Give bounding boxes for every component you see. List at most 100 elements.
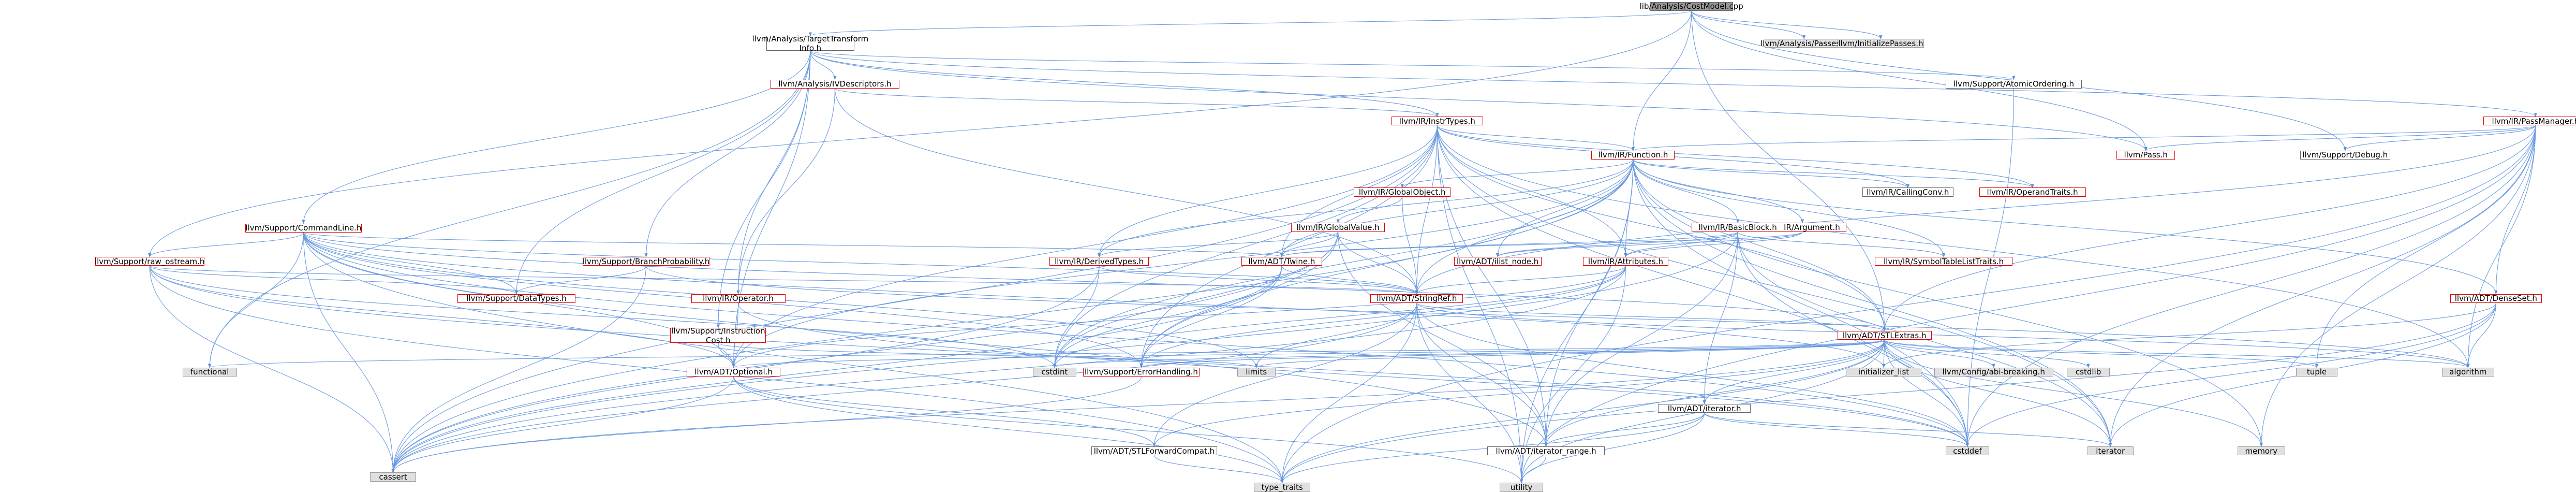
node-pass[interactable]: llvm/Pass.h xyxy=(2116,150,2175,160)
node-label: llvm/Support/BranchProbability.h xyxy=(582,256,710,266)
edge-stlextras-to-errorhandling xyxy=(1139,339,1885,368)
node-rawostream[interactable]: llvm/Support/raw_ostream.h xyxy=(95,257,204,266)
node-label: llvm/Config/abi-breaking.h xyxy=(1942,367,2045,377)
edge-tti-to-insttypes xyxy=(810,51,1439,117)
node-globalobj[interactable]: llvm/IR/GlobalObject.h xyxy=(1354,187,1451,197)
node-label: llvm/Pass.h xyxy=(2124,150,2168,160)
edge-densesetn-to-algorithm xyxy=(2466,302,2496,368)
edge-iteratorh-to-utility xyxy=(1520,413,1705,484)
node-cstddef[interactable]: cstddef xyxy=(1946,446,1989,456)
edge-argument-to-attributes xyxy=(1624,231,1803,257)
node-operator[interactable]: llvm/IR/Operator.h xyxy=(691,294,786,303)
node-passes[interactable]: llvm/Analysis/Passes.h xyxy=(1760,39,1847,48)
edge-insttypes-to-cstdint xyxy=(1053,125,1438,368)
edge-function-to-symtablelist xyxy=(1633,160,1946,257)
edge-stlextras-to-cassert xyxy=(391,340,1885,473)
edge-basicblock-to-iterrange xyxy=(1544,231,1738,447)
edge-globalvalue-to-derivedtypes xyxy=(1098,231,1339,257)
node-initpasses[interactable]: llvm/InitializePasses.h xyxy=(1837,39,1924,48)
node-label: llvm/Support/raw_ostream.h xyxy=(94,256,205,266)
node-stlextras[interactable]: llvm/ADT/STLExtras.h xyxy=(1837,330,1932,340)
node-limits[interactable]: limits xyxy=(1237,367,1276,377)
node-typetraits[interactable]: type_traits xyxy=(1253,483,1311,492)
edge-root-to-function xyxy=(1631,10,1692,151)
node-function[interactable]: llvm/IR/Function.h xyxy=(1591,150,1675,160)
node-derivedtypes[interactable]: llvm/IR/DerivedTypes.h xyxy=(1049,257,1149,266)
node-label: iterator xyxy=(2096,446,2125,456)
node-basicblock[interactable]: llvm/IR/BasicBlock.h xyxy=(1691,223,1784,232)
edge-stlextras-to-configbreak xyxy=(1884,340,1995,368)
node-globalvalue[interactable]: llvm/IR/GlobalValue.h xyxy=(1291,223,1385,232)
edge-cmdline-to-stringref xyxy=(303,232,1418,295)
node-label: cstdlib xyxy=(2075,367,2101,377)
node-iteratorh[interactable]: llvm/ADT/iterator.h xyxy=(1658,404,1751,413)
edge-stlextras-to-iterrange xyxy=(1544,340,1885,447)
edge-ivdesc-to-operator xyxy=(736,88,835,295)
node-algorithm[interactable]: algorithm xyxy=(2441,367,2495,377)
edge-stlextras-to-stlfwd xyxy=(1152,340,1885,447)
node-cmdline[interactable]: llvm/Support/CommandLine.h xyxy=(245,223,362,233)
node-optional[interactable]: llvm/ADT/Optional.h xyxy=(687,367,780,377)
edge-densesetn-to-cstddef xyxy=(1965,302,2496,447)
node-operandtraits[interactable]: llvm/IR/OperandTraits.h xyxy=(1979,187,2086,197)
node-cstdlib[interactable]: cstdlib xyxy=(2066,367,2110,377)
node-memory[interactable]: memory xyxy=(2237,446,2285,456)
node-atomicord[interactable]: llvm/Support/AtomicOrdering.h xyxy=(1946,79,2082,89)
node-branchprob[interactable]: llvm/Support/BranchProbability.h xyxy=(582,256,710,266)
edge-stlextras-to-tuple xyxy=(1884,339,2318,368)
edge-stringref-to-typetraits xyxy=(1280,302,1417,484)
node-ivdesc[interactable]: llvm/Analysis/IVDescriptors.h xyxy=(770,79,900,89)
edge-cmdline-to-rawostream xyxy=(148,232,304,257)
node-iterrange[interactable]: llvm/ADT/iterator_range.h xyxy=(1487,446,1605,456)
edge-stringref-to-utility xyxy=(1416,302,1523,484)
node-cstdint[interactable]: cstdint xyxy=(1033,367,1076,377)
node-root[interactable]: lib/Analysis/CostModel.cpp xyxy=(1640,2,1743,11)
node-label: llvm/IR/OperandTraits.h xyxy=(1987,187,2078,197)
node-twine[interactable]: llvm/ADT/Twine.h xyxy=(1241,256,1323,266)
edge-stlextras-to-iterator xyxy=(1884,340,2112,447)
node-symtablelist[interactable]: llvm/IR/SymbolTableListTraits.h xyxy=(1875,257,2012,266)
edge-function-to-callingconv xyxy=(1633,159,1909,189)
node-label: llvm/IR/Attributes.h xyxy=(1588,256,1663,266)
node-errorhandling[interactable]: llvm/Support/ErrorHandling.h xyxy=(1083,367,1200,377)
edge-stlextras-to-cstdlib xyxy=(1884,340,2090,368)
node-stringref[interactable]: llvm/ADT/StringRef.h xyxy=(1370,294,1463,303)
node-label: llvm/ADT/Twine.h xyxy=(1248,256,1315,266)
edge-densesetn-to-initlist xyxy=(1882,302,2496,368)
edge-stlextras-to-cstdint xyxy=(1053,339,1885,368)
node-passmgr[interactable]: llvm/IR/PassManager.h xyxy=(2483,117,2576,126)
node-attributes[interactable]: llvm/IR/Attributes.h xyxy=(1583,257,1668,266)
node-utility[interactable]: utility xyxy=(1500,483,1543,492)
node-callingconv[interactable]: llvm/IR/CallingConv.h xyxy=(1862,187,1953,197)
node-label: llvm/IR/CallingConv.h xyxy=(1867,187,1949,197)
edge-insttypes-to-derivedtypes xyxy=(1098,125,1438,257)
node-cassert[interactable]: cassert xyxy=(370,472,416,482)
node-instcost[interactable]: llvm/Support/Instruction Cost.h xyxy=(670,326,766,345)
edge-globalvalue-to-stringref xyxy=(1338,231,1418,295)
node-insttypes[interactable]: llvm/IR/InstrTypes.h xyxy=(1391,117,1483,126)
node-iterator[interactable]: iterator xyxy=(2087,446,2134,456)
edge-function-to-globalobj xyxy=(1400,159,1634,189)
node-densesetn[interactable]: llvm/ADT/DenseSet.h xyxy=(2450,294,2542,303)
edge-globalvalue-to-iterrange xyxy=(1338,231,1548,447)
node-functional[interactable]: functional xyxy=(182,367,237,377)
node-label: llvm/ADT/STLExtras.h xyxy=(1842,330,1927,340)
edge-passmgr-to-tuple xyxy=(2315,125,2536,368)
node-label: cstdint xyxy=(1041,367,1068,377)
edge-root-to-stlextras xyxy=(1691,10,1886,331)
edge-operator-to-cstddef xyxy=(737,302,1969,447)
edge-twine-to-cassert xyxy=(391,266,1282,473)
node-label: memory xyxy=(2245,446,2278,456)
node-stlfwd[interactable]: llvm/ADT/STLForwardCompat.h xyxy=(1091,446,1218,456)
node-label: cstddef xyxy=(1953,446,1982,456)
node-debug[interactable]: llvm/Support/Debug.h xyxy=(2300,150,2390,160)
node-datatypes[interactable]: llvm/Support/DataTypes.h xyxy=(457,294,575,303)
node-configbreak[interactable]: llvm/Config/abi-breaking.h xyxy=(1934,367,2053,377)
node-tuple[interactable]: tuple xyxy=(2296,367,2338,377)
node-tti[interactable]: llvm/Analysis/TargetTransform Info.h xyxy=(752,34,869,53)
edge-errorhandling-to-cassert xyxy=(391,376,1142,473)
node-initlist[interactable]: initializer_list xyxy=(1845,367,1922,377)
node-ilistnode[interactable]: llvm/ADT/ilist_node.h xyxy=(1454,257,1542,266)
edge-basicblock-to-ilistnode xyxy=(1496,231,1738,257)
edge-function-to-iterator xyxy=(1633,160,2112,447)
